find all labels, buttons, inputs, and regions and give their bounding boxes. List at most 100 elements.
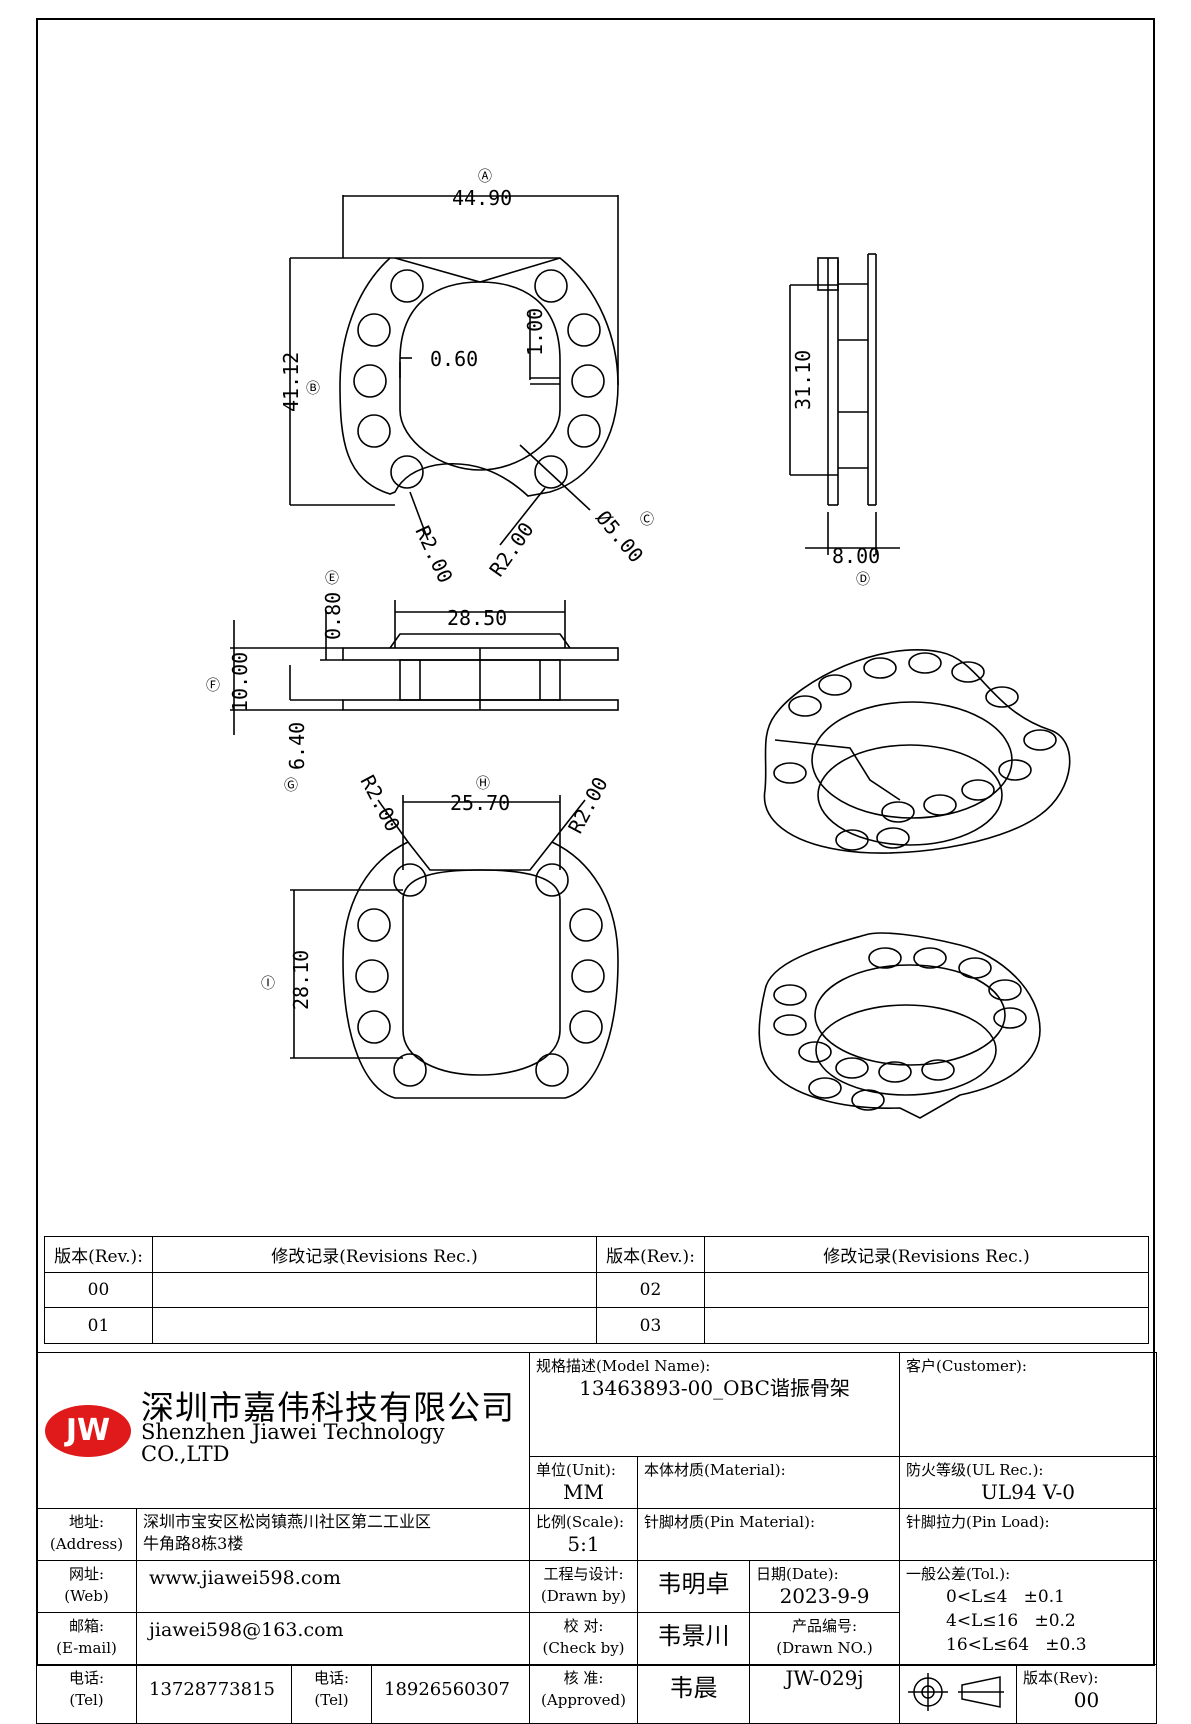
company-logo: JW <box>45 1404 131 1457</box>
dim-slot-value: 1.00 <box>523 308 547 356</box>
rev-value: 00 <box>1073 1688 1100 1712</box>
tol-row: 16<L≤64 ±0.3 <box>946 1635 1087 1655</box>
dim-marker-g: Ⓖ <box>284 778 298 794</box>
iso-view-2 <box>758 932 1041 1119</box>
web-label-cell: 网址: (Web) <box>36 1560 137 1613</box>
rec-cell <box>704 1307 1149 1344</box>
check-value: 韦景川 <box>657 1622 730 1650</box>
ul-label: 防火等级(UL Rec.): <box>906 1461 1044 1479</box>
rec-header: 修改记录(Revisions Rec.) <box>704 1236 1149 1273</box>
dim-marker-i: Ⓘ <box>261 976 275 992</box>
revision-header-row: 版本(Rev.): 修改记录(Revisions Rec.) 版本(Rev.):… <box>44 1236 1149 1273</box>
company-name-en: Shenzhen Jiawei Technology CO.,LTD <box>141 1419 445 1466</box>
top-view <box>289 195 619 546</box>
dim-i-value: 28.10 <box>289 950 313 1010</box>
dim-d-value: 8.00 <box>832 544 880 568</box>
address-cell: 深圳市宝安区松岗镇燕川社区第二工业区 牛角路8栋3楼 <box>136 1508 530 1561</box>
drawn-label: 工程与设计: <box>543 1565 624 1583</box>
material-cell: 本体材质(Material): <box>637 1456 900 1509</box>
email-label-cell: 邮箱: (E-mail) <box>36 1612 137 1665</box>
dim-r2-value: R2.00 <box>484 518 538 581</box>
company-name-cn: 深圳市嘉伟科技有限公司 <box>141 1387 515 1427</box>
rec-header: 修改记录(Revisions Rec.) <box>152 1236 597 1273</box>
dim-marker-e: Ⓔ <box>325 571 339 587</box>
rec-cell <box>704 1271 1149 1309</box>
tel-label-en: (Tel) <box>69 1691 104 1709</box>
approved-label-en: (Approved) <box>541 1691 626 1709</box>
rev-cell: 01 <box>44 1307 153 1344</box>
dim-marker-a: Ⓐ <box>478 169 492 185</box>
drawn-no-cell: 产品编号: (Drawn NO.) JW-029j <box>749 1612 900 1724</box>
revision-row: 01 03 <box>44 1307 1149 1344</box>
material-label: 本体材质(Material): <box>644 1461 786 1479</box>
unit-value: MM <box>563 1480 604 1504</box>
side-view <box>789 253 900 555</box>
dim-marker-c: Ⓒ <box>640 512 654 528</box>
tolerance-cell: 一般公差(Tol.): 0<L≤4 ±0.1 4<L≤16 ±0.2 16<L≤… <box>899 1560 1157 1665</box>
dim-r4-value: R2.00 <box>563 773 612 837</box>
pin-holes-top <box>353 269 605 489</box>
email-label: 邮箱: <box>68 1617 105 1635</box>
web-label-en: (Web) <box>64 1587 109 1605</box>
tol-row: 4<L≤16 ±0.2 <box>946 1611 1076 1631</box>
dim-marker-f: Ⓕ <box>206 678 220 694</box>
tel2-value: 18926560307 <box>384 1679 510 1700</box>
bottom-view <box>290 795 619 1099</box>
address-label: 地址: <box>68 1513 105 1531</box>
model-label: 规格描述(Model Name): <box>536 1357 711 1375</box>
approved-cell: 韦晨 <box>637 1664 750 1724</box>
web-value: www.jiawei598.com <box>149 1567 341 1589</box>
dim-r3-value: R2.00 <box>356 771 405 835</box>
address-line2: 牛角路8栋3楼 <box>143 1534 244 1553</box>
rev-header: 版本(Rev.): <box>596 1236 705 1273</box>
tel-label-en: (Tel) <box>314 1691 349 1709</box>
pin-load-label: 针脚拉力(Pin Load): <box>906 1513 1050 1531</box>
check-label-cell: 校 对: (Check by) <box>529 1612 638 1665</box>
rev-cell-title: 版本(Rev): 00 <box>1016 1664 1157 1724</box>
unit-label: 单位(Unit): <box>536 1461 616 1479</box>
drawn-value: 韦明卓 <box>657 1570 730 1598</box>
pin-material-cell: 针脚材质(Pin Material): <box>637 1508 900 1561</box>
dim-gap-value: 0.60 <box>430 347 478 371</box>
date-label: 日期(Date): <box>756 1565 839 1583</box>
web-label: 网址: <box>68 1565 105 1583</box>
dim-marker-h: Ⓗ <box>476 776 490 792</box>
dim-marker-b: Ⓑ <box>306 381 320 397</box>
iso-holes-1 <box>773 652 1057 851</box>
check-label-en: (Check by) <box>542 1639 625 1657</box>
rev-header: 版本(Rev.): <box>44 1236 153 1273</box>
company-cell: JW 深圳市嘉伟科技有限公司 Shenzhen Jiawei Technolog… <box>36 1352 530 1509</box>
date-value: 2023-9-9 <box>779 1584 870 1608</box>
dim-b-value: 41.12 <box>279 352 303 412</box>
iso-view-1 <box>763 649 1071 854</box>
ul-value: UL94 V-0 <box>980 1480 1076 1504</box>
tel1-value: 13728773815 <box>149 1679 275 1700</box>
tel2-label-cell: 电话: (Tel) <box>291 1664 372 1724</box>
dim-a-value: 44.90 <box>452 186 512 210</box>
rev-label: 版本(Rev): <box>1023 1669 1099 1687</box>
iso-holes-2 <box>773 947 1027 1111</box>
date-cell: 日期(Date): 2023-9-9 <box>749 1560 900 1613</box>
tol-label: 一般公差(Tol.): <box>906 1565 1011 1583</box>
approved-label: 核 准: <box>563 1669 604 1687</box>
customer-label: 客户(Customer): <box>906 1357 1027 1375</box>
rev-cell: 02 <box>596 1271 705 1309</box>
technical-drawing: Ⓐ 44.90 Ⓑ 41.12 0.60 1.00 R2.00 R2.00 Ø5… <box>206 169 1071 1119</box>
projection-symbol-cell <box>899 1664 1017 1724</box>
approved-value: 韦晨 <box>669 1674 718 1702</box>
tel-label: 电话: <box>68 1669 105 1687</box>
dim-top-width-value: 28.50 <box>447 606 507 630</box>
dim-r1-value: R2.00 <box>410 522 457 587</box>
dim-h-value: 25.70 <box>450 791 510 815</box>
revision-table: 版本(Rev.): 修改记录(Revisions Rec.) 版本(Rev.):… <box>44 1236 1149 1344</box>
model-value: 13463893-00_OBC谐振骨架 <box>579 1376 850 1400</box>
customer-cell: 客户(Customer): <box>899 1352 1157 1457</box>
check-label: 校 对: <box>563 1617 604 1635</box>
dim-e-value: 0.80 <box>321 592 345 640</box>
tel-label: 电话: <box>313 1669 350 1687</box>
approved-label-cell: 核 准: (Approved) <box>529 1664 638 1724</box>
unit-cell: 单位(Unit): MM <box>529 1456 638 1509</box>
tol-row: 0<L≤4 ±0.1 <box>946 1587 1065 1607</box>
address-label-cell: 地址: (Address) <box>36 1508 137 1561</box>
check-cell: 韦景川 <box>637 1612 750 1665</box>
